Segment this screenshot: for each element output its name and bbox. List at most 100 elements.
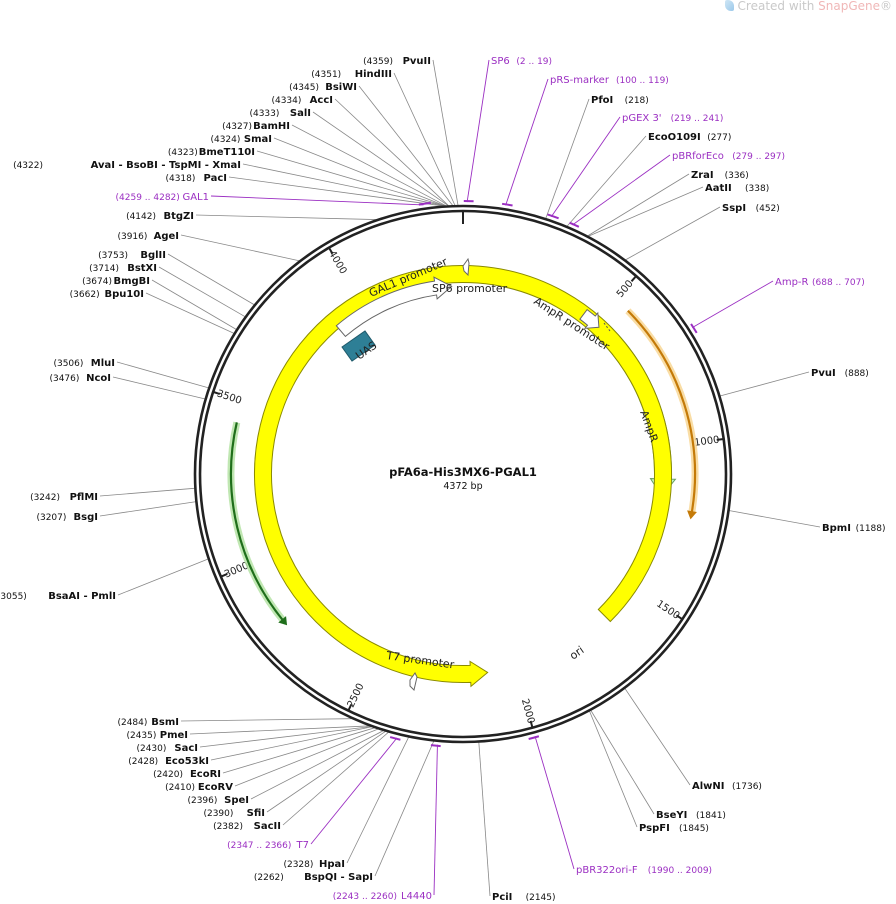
restriction-site-label[interactable]: EcoRI(2420) xyxy=(153,769,221,780)
site-position: (2428) xyxy=(128,757,158,767)
orf-arrowhead-right xyxy=(687,510,697,520)
restriction-site-label[interactable]: PmeI(2435) xyxy=(126,730,188,741)
site-leader xyxy=(588,186,704,237)
site-name: SspI xyxy=(722,203,746,214)
restriction-site-label[interactable]: BsiWI(4345) xyxy=(289,82,357,93)
restriction-site-label[interactable]: BsaAI - PmlI(3055) xyxy=(0,591,116,602)
restriction-site-label[interactable]: AccI(4334) xyxy=(271,95,333,106)
site-leader xyxy=(266,731,386,813)
restriction-site-label[interactable]: SfiI(2390) xyxy=(203,808,265,819)
primer-marker[interactable] xyxy=(569,221,580,228)
ori-feature-arrow[interactable] xyxy=(254,265,672,688)
site-name: AccI xyxy=(310,95,333,106)
primer-marker[interactable] xyxy=(430,744,441,748)
primer-label[interactable]: pRS-marker(100 .. 119) xyxy=(550,75,669,86)
restriction-site-label[interactable]: PciI(2145) xyxy=(492,892,556,903)
restriction-site-label[interactable]: AgeI(3916) xyxy=(117,231,179,242)
primer-marker[interactable] xyxy=(528,735,540,740)
site-leader-lines xyxy=(99,59,821,897)
restriction-site-label[interactable]: SpeI(2396) xyxy=(187,795,249,806)
restriction-site-label[interactable]: SalI(4333) xyxy=(249,108,311,119)
restriction-site-label[interactable]: HindIII(4351) xyxy=(311,69,392,80)
primer-marker[interactable] xyxy=(389,736,401,741)
primer-label[interactable]: GAL1(4259 .. 4282) xyxy=(116,192,209,203)
site-position: (2420) xyxy=(153,770,183,780)
primer-label[interactable]: pBRforEco(279 .. 297) xyxy=(672,151,785,162)
primer-marker[interactable] xyxy=(547,213,559,220)
restriction-site-label[interactable]: BseYI(1841) xyxy=(656,810,726,821)
orf-arc-left[interactable] xyxy=(229,422,285,623)
site-leader xyxy=(587,173,690,237)
restriction-site-label[interactable]: BmgBI(3674) xyxy=(82,276,150,287)
ruler-tick-label: 1500 xyxy=(654,599,681,622)
site-leader xyxy=(180,234,300,262)
primer-leader xyxy=(572,154,671,226)
restriction-site-label[interactable]: PfoI(218) xyxy=(591,95,649,106)
site-name: PvuI xyxy=(811,368,836,379)
restriction-site-label[interactable]: AvaI - BsoBI - TspMI - XmaI(4322) xyxy=(13,160,241,171)
restriction-site-label[interactable]: AlwNI(1736) xyxy=(692,781,762,792)
restriction-site-label[interactable]: SmaI(4324) xyxy=(210,134,272,145)
restriction-site-label[interactable]: EcoRV(2410) xyxy=(165,782,233,793)
site-name: EcoRV xyxy=(198,782,233,793)
site-leader xyxy=(566,135,647,227)
ruler-tick xyxy=(675,614,683,621)
ampr-promoter-arrow[interactable] xyxy=(579,308,600,329)
restriction-site-label[interactable]: ZraI(336) xyxy=(691,170,749,181)
uas-feature-box[interactable] xyxy=(341,330,376,362)
site-name: MluI xyxy=(91,358,115,369)
site-leader xyxy=(167,253,255,305)
site-name: BmgBI xyxy=(113,276,150,287)
restriction-site-label[interactable]: BglII(3753) xyxy=(98,250,166,261)
site-name: BseYI xyxy=(656,810,687,821)
site-name: PfoI xyxy=(591,95,613,106)
site-name: PvuII xyxy=(403,56,431,67)
primer-leader xyxy=(505,78,549,206)
orf-arc-right[interactable] xyxy=(627,310,697,514)
restriction-site-label[interactable]: BpmI(1188) xyxy=(822,523,886,534)
site-leader xyxy=(99,487,195,497)
primer-label[interactable]: pBR322ori-F(1990 .. 2009) xyxy=(576,865,712,876)
restriction-site-label[interactable]: BspQI - SapI(2262) xyxy=(254,872,373,883)
primer-name: Amp-R xyxy=(775,277,809,288)
primer-label[interactable]: pGEX 3'(219 .. 241) xyxy=(622,113,723,124)
restriction-site-label[interactable]: Bpu10I(3662) xyxy=(70,289,144,300)
primer-marker[interactable] xyxy=(501,202,513,207)
restriction-site-label[interactable]: BtgZI(4142) xyxy=(126,211,194,222)
restriction-site-label[interactable]: AatII(338) xyxy=(705,183,769,194)
restriction-site-label[interactable]: SacII(2382) xyxy=(213,821,281,832)
restriction-site-label[interactable]: PvuI(888) xyxy=(811,368,869,379)
site-leader xyxy=(180,718,352,722)
primer-label[interactable]: Amp-R(688 .. 707) xyxy=(775,277,865,288)
restriction-site-label[interactable]: EcoO109I(277) xyxy=(648,132,731,143)
restriction-site-label[interactable]: BsgI(3207) xyxy=(36,512,98,523)
primer-label[interactable]: T7(2347 .. 2366) xyxy=(227,840,309,851)
site-name: HpaI xyxy=(319,859,345,870)
restriction-site-label[interactable]: BamHI(4327) xyxy=(222,121,290,132)
site-position: (277) xyxy=(707,133,731,143)
restriction-site-label[interactable]: BstXI(3714) xyxy=(89,263,157,274)
restriction-site-label[interactable]: Eco53kI(2428) xyxy=(128,756,209,767)
restriction-site-label[interactable]: PflMI(3242) xyxy=(30,492,98,503)
restriction-site-label[interactable]: NcoI(3476) xyxy=(49,373,111,384)
restriction-site-label[interactable]: PvuII(4359) xyxy=(363,56,431,67)
site-name: BmeT110I xyxy=(199,147,255,158)
primer-label[interactable]: L4440(2243 .. 2260) xyxy=(333,891,432,902)
site-name: SfiI xyxy=(247,808,265,819)
restriction-site-label[interactable]: PspFI(1845) xyxy=(639,823,709,834)
site-leader xyxy=(210,726,372,761)
restriction-site-label[interactable]: SacI(2430) xyxy=(136,743,198,754)
gal1-promoter-arrow[interactable] xyxy=(335,276,453,338)
site-leader xyxy=(116,361,209,389)
restriction-site-label[interactable]: SspI(452) xyxy=(722,203,780,214)
restriction-site-label[interactable]: BsmI(2484) xyxy=(117,717,179,728)
t7-promoter-arrow[interactable] xyxy=(409,672,418,691)
restriction-site-label[interactable]: BmeT110I(4323) xyxy=(168,147,255,158)
primer-label[interactable]: SP6(2 .. 19) xyxy=(491,56,552,67)
restriction-site-label[interactable]: MluI(3506) xyxy=(53,358,115,369)
sp6-promoter-arrow[interactable] xyxy=(462,257,470,277)
primer-marker[interactable] xyxy=(690,323,698,334)
restriction-site-label[interactable]: PacI(4318) xyxy=(165,173,227,184)
primer-leader xyxy=(550,116,621,217)
restriction-site-label[interactable]: HpaI(2328) xyxy=(283,859,345,870)
